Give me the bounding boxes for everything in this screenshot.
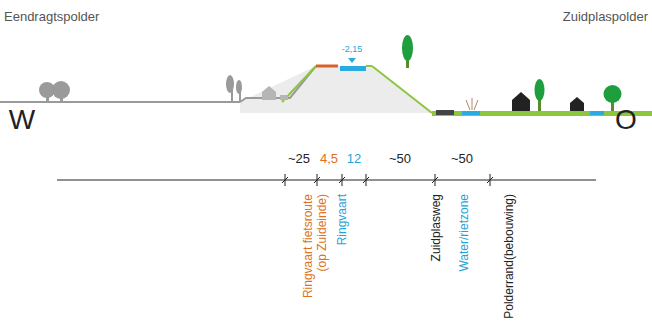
house xyxy=(570,97,584,111)
dimension-line xyxy=(57,180,596,181)
vertical-label: Zuidplasweg xyxy=(430,194,444,261)
house xyxy=(512,92,530,111)
water-level: -2,15 xyxy=(342,44,363,54)
reeds xyxy=(466,98,478,110)
dike-top xyxy=(366,65,372,67)
dimension-ticks xyxy=(282,174,493,186)
dimension: 12 xyxy=(347,152,361,167)
dike-body xyxy=(240,66,432,113)
tree xyxy=(402,35,413,61)
dimension: ~25 xyxy=(288,152,310,167)
vertical-label: Water/rietzone xyxy=(458,194,472,272)
vertical-label: Polderrand(bebouwing) xyxy=(503,194,517,319)
houses xyxy=(262,86,288,100)
cycle-route xyxy=(316,65,338,68)
region-name: Eendragtspolder xyxy=(4,10,99,25)
tree xyxy=(604,85,622,103)
ringvaart-water xyxy=(340,66,366,71)
ground-line xyxy=(0,101,245,103)
ditch xyxy=(590,111,604,115)
compass-letter: W xyxy=(9,104,35,136)
trees xyxy=(39,75,242,102)
tree xyxy=(535,79,545,101)
dimension: ~50 xyxy=(389,152,411,167)
vertical-label: Ringvaart xyxy=(336,194,350,245)
region-name: Zuidplaspolder xyxy=(563,10,648,25)
dike-slope xyxy=(240,66,316,102)
dimension: 4,5 xyxy=(320,152,338,167)
dike-slope-green xyxy=(372,66,432,113)
water-zone xyxy=(462,111,480,115)
vertical-label: Ringvaart fietsroute (op Zuideinde) xyxy=(302,194,330,314)
compass-letter: O xyxy=(615,104,637,136)
level-marker xyxy=(348,58,356,63)
dimension: ~50 xyxy=(451,152,473,167)
road xyxy=(436,110,454,115)
